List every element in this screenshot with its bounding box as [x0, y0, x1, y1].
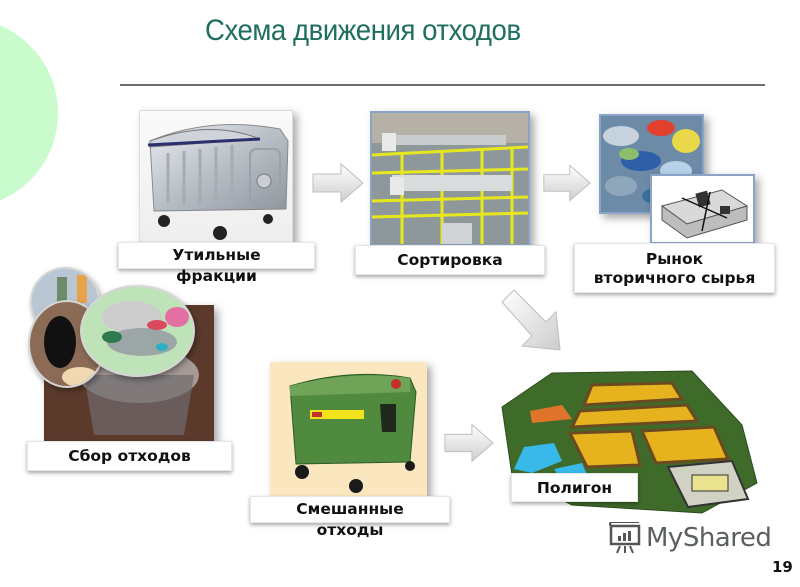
watermark: MyShared [608, 522, 772, 554]
title-divider [120, 84, 765, 86]
arrow-down-right-icon [501, 289, 561, 351]
landfill-label: Полигон [511, 473, 638, 502]
presentation-board-icon [609, 522, 641, 554]
page-number: 19 [772, 558, 793, 576]
landfill-label-text: Полигон [536, 479, 613, 497]
market-label-line1: Рынок [645, 250, 704, 268]
collection-circle-plastic [80, 285, 195, 377]
mixed-waste-label-line1: Смешанные [296, 500, 404, 518]
sorting-label-text: Сортировка [397, 251, 503, 269]
mixed-waste-image [270, 362, 427, 497]
collection-label: Сбор отходов [27, 441, 232, 471]
sorting-image [370, 111, 530, 246]
recyclables-label-line1: Утильные [172, 246, 261, 264]
mixed-waste-label: Смешанные отходы [250, 496, 450, 539]
arrow-right-icon [444, 423, 494, 463]
recyclables-label: Утильные фракции [118, 242, 315, 285]
mixed-waste-label-line2: отходы [316, 521, 384, 539]
arrow-right-icon [312, 162, 364, 204]
recyclables-label-line2: фракции [176, 267, 257, 285]
recyclables-image [139, 110, 293, 243]
sorting-label: Сортировка [355, 245, 545, 275]
market-label-line2: вторичного сырья [593, 269, 756, 287]
market-newspaper-image [650, 174, 755, 244]
collection-label-text: Сбор отходов [68, 447, 191, 465]
arrow-right-icon [543, 164, 591, 202]
watermark-text: MyShared [646, 523, 772, 553]
decorative-green-circle [0, 18, 58, 208]
market-label: Рынок вторичного сырья [574, 243, 775, 293]
page-title: Схема движения отходов [205, 14, 521, 47]
